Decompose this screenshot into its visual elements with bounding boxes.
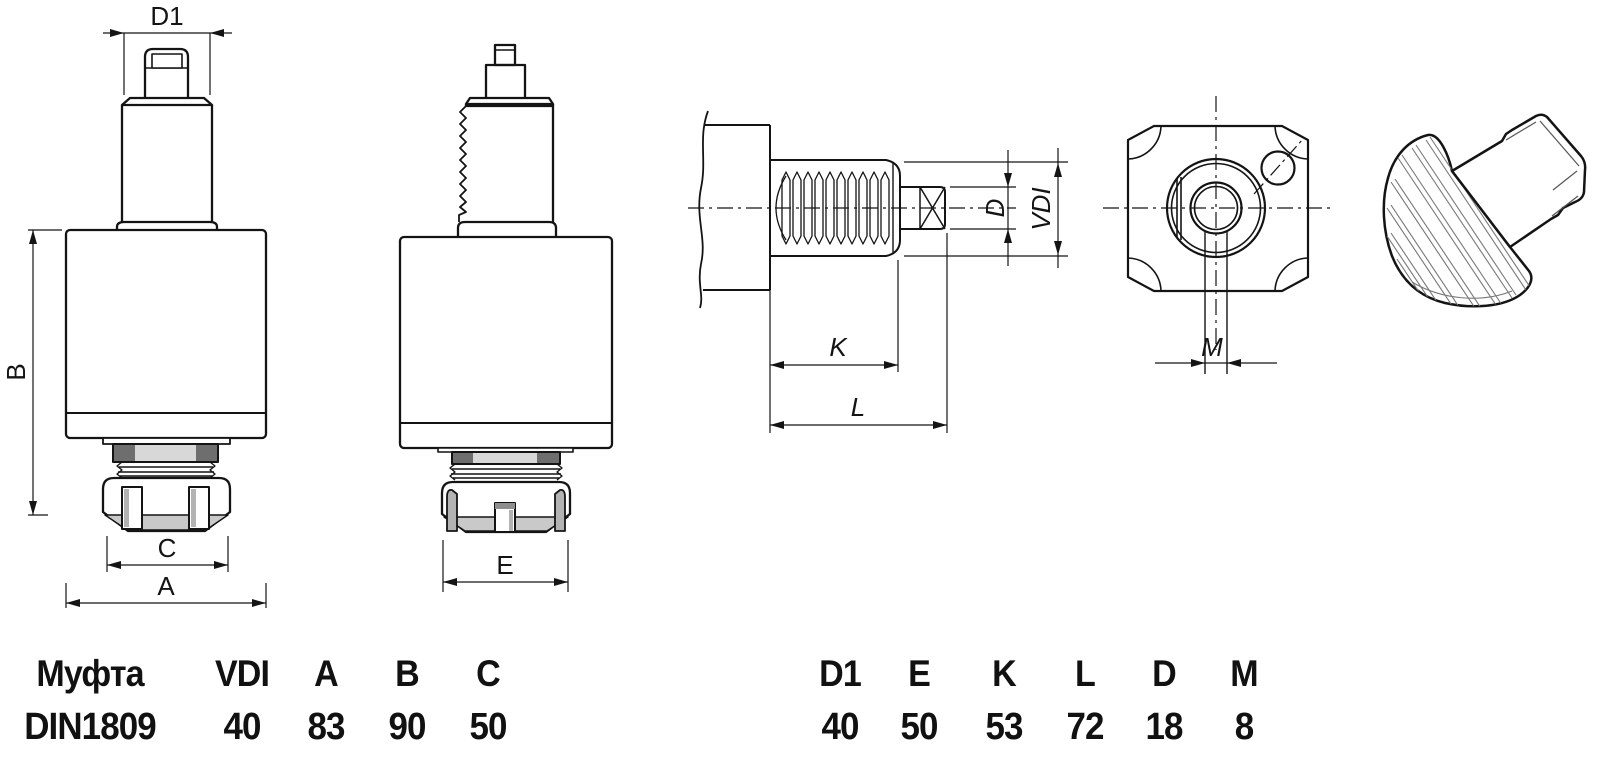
- dim-label-b: B: [1, 363, 31, 380]
- spec-value: 50: [900, 706, 938, 748]
- nut-slot-left: [121, 486, 143, 530]
- thread-profile: [458, 105, 467, 222]
- nut-slot-left: [446, 488, 458, 532]
- spec-col-k: K 53: [984, 652, 1024, 749]
- spec-header: E: [908, 653, 931, 694]
- spec-header: Муфта: [36, 653, 144, 694]
- coolant-hole: [1260, 150, 1296, 186]
- spec-value: 90: [388, 706, 426, 748]
- thread-relief: [449, 463, 563, 481]
- face-view: M: [1103, 96, 1330, 374]
- shank-cylinder: [120, 105, 214, 222]
- shank-base-band: [115, 220, 219, 230]
- dimension-l: [770, 233, 948, 433]
- dimension-a: [65, 583, 267, 608]
- square-flange: [1126, 124, 1310, 293]
- spec-value: 40: [223, 706, 261, 748]
- spec-header: L: [1075, 653, 1096, 694]
- dimension-k: [769, 260, 899, 433]
- nut-slot-center: [494, 502, 516, 533]
- dim-label-k: K: [829, 332, 848, 362]
- holder-body: [64, 228, 268, 440]
- shank-top-band: [464, 96, 555, 106]
- dim-label-d: D: [980, 199, 1010, 218]
- spec-col-product: Муфта DIN1809: [19, 652, 162, 749]
- drawing-canvas: D1 B C A: [1, 1, 1587, 608]
- spec-value: 50: [469, 706, 507, 748]
- flat-chord: [1176, 177, 1182, 240]
- dim-label-a: A: [157, 571, 175, 601]
- spec-value: 40: [821, 706, 859, 748]
- threaded-shank: [464, 104, 555, 222]
- spec-col-c: C 50: [468, 652, 508, 749]
- spec-col-e: E 50: [899, 652, 939, 749]
- dimension-d: [950, 150, 1016, 266]
- spacer-ring: [451, 451, 561, 465]
- section-view: VDI D K L: [688, 110, 1068, 433]
- dim-label-e: E: [496, 550, 513, 580]
- break-wavy-edge: [698, 110, 709, 309]
- dimension-c: [106, 536, 229, 572]
- spec-header: D1: [819, 653, 862, 694]
- spec-value: DIN1809: [24, 706, 156, 748]
- nut-slot-right: [554, 488, 566, 532]
- spec-value: 18: [1145, 706, 1183, 748]
- spec-col-m: M 8: [1229, 652, 1259, 749]
- spec-header: K: [992, 653, 1017, 694]
- side-view: E: [398, 43, 614, 592]
- dim-label-c: C: [158, 533, 177, 563]
- spacer-ring: [112, 443, 219, 463]
- square-tang: [900, 186, 946, 230]
- tang-top: [493, 43, 517, 67]
- spec-col-b: B 90: [387, 652, 427, 749]
- spec-value: 53: [985, 706, 1023, 748]
- dimension-vdi: [904, 148, 1068, 268]
- spec-col-l: L 72: [1065, 652, 1105, 749]
- spec-header: A: [314, 653, 339, 694]
- spec-col-vdi: VDI 40: [213, 652, 272, 749]
- dim-label-l: L: [851, 392, 865, 422]
- dimension-e: [442, 540, 569, 592]
- spec-col-a: A 83: [306, 652, 346, 749]
- shank-collar: [120, 96, 214, 107]
- tang-window: [151, 53, 183, 69]
- thread-relief: [116, 461, 216, 479]
- spec-header: B: [395, 653, 420, 694]
- stud-boss: [1450, 113, 1587, 249]
- tang-width-lines: [1204, 231, 1228, 374]
- spec-header: VDI: [215, 653, 270, 694]
- tang-step: [484, 63, 527, 98]
- iso-view: [1382, 113, 1587, 308]
- nut-slot-right: [188, 486, 210, 530]
- spec-header: D: [1152, 653, 1177, 694]
- corner-relief-arcs: [1127, 125, 1309, 292]
- dim-label-d1: D1: [150, 1, 183, 31]
- spec-value: 83: [307, 706, 345, 748]
- holder-body: [398, 235, 614, 450]
- thread-teeth: [775, 171, 890, 245]
- boss-detail-lines: [1505, 120, 1580, 217]
- dimension-d1: [103, 29, 232, 95]
- dimension-b: [28, 229, 62, 516]
- dim-label-vdi: VDI: [1026, 187, 1056, 230]
- spec-value: 72: [1066, 706, 1104, 748]
- dome-inner-contour: [1411, 281, 1513, 299]
- spec-header: C: [476, 653, 501, 694]
- dim-label-m: M: [1201, 332, 1223, 362]
- spec-col-d: D 18: [1144, 652, 1184, 749]
- dimension-m: [1155, 359, 1277, 367]
- shank-base-band: [456, 220, 558, 237]
- spec-header: M: [1230, 653, 1258, 694]
- drive-tang: [143, 47, 190, 98]
- front-view: D1 B C A: [1, 1, 268, 608]
- spec-value: 8: [1234, 706, 1254, 748]
- spec-col-d1: D1 40: [817, 652, 862, 749]
- hole-centerline: [1253, 138, 1304, 195]
